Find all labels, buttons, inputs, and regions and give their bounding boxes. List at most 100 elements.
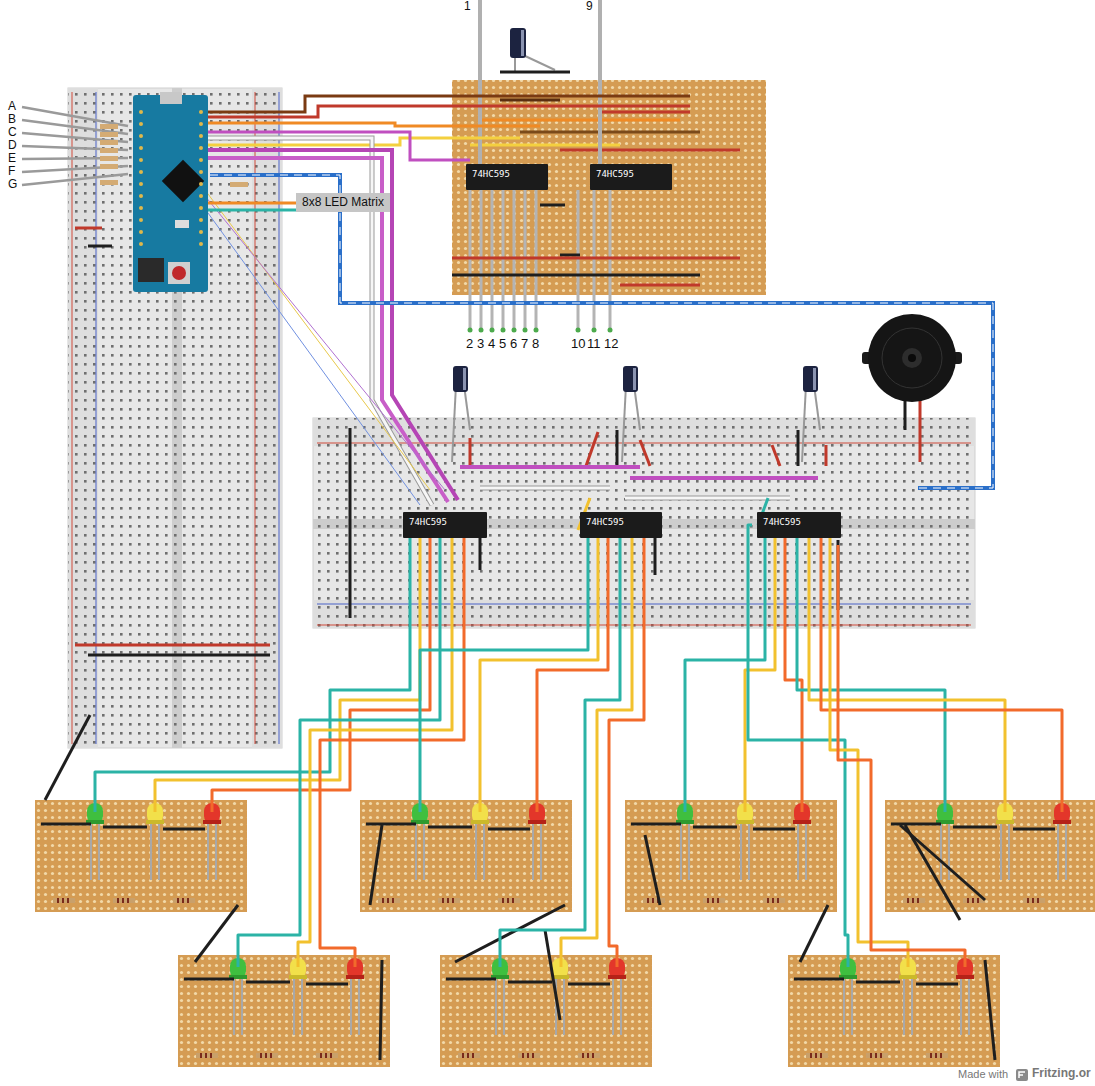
arduino-micro [139, 218, 143, 222]
left-breadboard [279, 92, 280, 744]
left-breadboard [68, 88, 282, 748]
arduino-micro [162, 160, 204, 202]
breadboard-jumpers [480, 486, 610, 491]
chip-output-wires [830, 537, 908, 967]
led-board [625, 800, 837, 912]
chip-output-wires [320, 537, 464, 967]
header-pin-ends [534, 328, 539, 333]
resistor-symbol [100, 164, 118, 169]
header-pins [470, 190, 610, 330]
header-pins [535, 190, 538, 330]
part-label-box: 8x8 LED Matrix [296, 193, 390, 212]
arduino-micro [139, 194, 143, 198]
signal-name: G [8, 178, 17, 192]
left-breadboard [75, 227, 102, 230]
breadboard-jumpers [654, 537, 657, 575]
led-board [178, 955, 390, 1067]
perfboard-wires [470, 144, 620, 147]
breadboard-jumpers [797, 430, 800, 466]
arduino-micro [199, 218, 203, 222]
arduino-wires [208, 158, 448, 502]
buzzer [882, 328, 942, 388]
bottom-breadboard [317, 443, 971, 444]
fritzing-logo [1019, 1072, 1025, 1078]
chip-output-wires [420, 537, 588, 812]
chip-output-wires [609, 537, 644, 967]
perfboard-wires [620, 284, 700, 287]
buzzer [868, 314, 956, 402]
pin-number: 6 [510, 337, 517, 352]
left-breadboard [72, 92, 73, 744]
breadboard-jumpers [630, 476, 818, 480]
pin-number: 4 [488, 337, 495, 352]
perfboard-wires [452, 274, 700, 277]
perfboard-wires [500, 99, 560, 102]
led-board [440, 955, 652, 1067]
header-pin-ends [490, 328, 495, 333]
header-pins [491, 190, 494, 330]
perfboard-wires [600, 111, 690, 114]
header-pin-ends [512, 328, 517, 333]
chip-output-wires [238, 537, 440, 967]
resistor-symbol [100, 180, 118, 185]
capacitor-symbol [452, 385, 456, 462]
header-pins [502, 190, 505, 330]
header-pins [609, 190, 612, 330]
arduino-micro [199, 230, 203, 234]
input-wires [22, 107, 128, 185]
arduino-wires [200, 202, 420, 505]
arduino-micro [139, 206, 143, 210]
chip-output-wires [561, 537, 632, 967]
arduino-wires [205, 190, 430, 490]
chip-output-wires [748, 525, 848, 967]
top-capacitor [521, 30, 524, 56]
signal-name: C [8, 126, 17, 140]
ic-chip: 74HC595 [466, 164, 548, 190]
capacitor-symbol [633, 368, 636, 390]
left-breadboard [88, 654, 270, 657]
perfboard-wires [452, 257, 740, 260]
arduino-micro [199, 206, 203, 210]
buzzer [902, 348, 922, 368]
arduino-wires [208, 138, 432, 505]
input-wires [22, 174, 128, 185]
arduino-micro [139, 134, 143, 138]
breadboard-jumpers [625, 496, 790, 501]
external-wires [480, 0, 600, 175]
led-board [35, 800, 247, 912]
header-pin-ends [523, 328, 528, 333]
chip-output-wires [500, 537, 620, 967]
pin-number: 9 [586, 0, 593, 14]
arduino-micro [139, 170, 143, 174]
ground-wires [985, 960, 995, 1060]
header-pin-ends [576, 328, 581, 333]
arduino-micro [138, 258, 164, 282]
pin-number: 11 [587, 337, 601, 352]
pin-number: 10 [571, 337, 585, 352]
ic-chip: 74HC595 [580, 512, 662, 538]
arduino-micro [175, 220, 189, 228]
header-pins [480, 190, 483, 330]
header-pins [469, 190, 472, 330]
perfboard-wires [560, 149, 740, 152]
chip-output-wires [95, 537, 410, 812]
top-capacitor [500, 71, 570, 74]
header-pin-ends [608, 328, 613, 333]
chip-output-wires [480, 537, 598, 812]
perfboard-wires [480, 119, 680, 122]
capacitor-symbol [463, 368, 466, 390]
signal-name: B [8, 113, 16, 127]
ground-wires [645, 835, 660, 905]
arduino-micro [199, 242, 203, 246]
chip-label: 74HC595 [596, 169, 634, 179]
perfboard-wires [540, 204, 565, 207]
signal-name: A [8, 100, 16, 114]
arduino-wires [208, 209, 300, 212]
signal-name: E [8, 152, 16, 166]
buzzer [908, 354, 916, 362]
pin-number: 12 [604, 337, 618, 352]
led-board [885, 800, 1095, 912]
